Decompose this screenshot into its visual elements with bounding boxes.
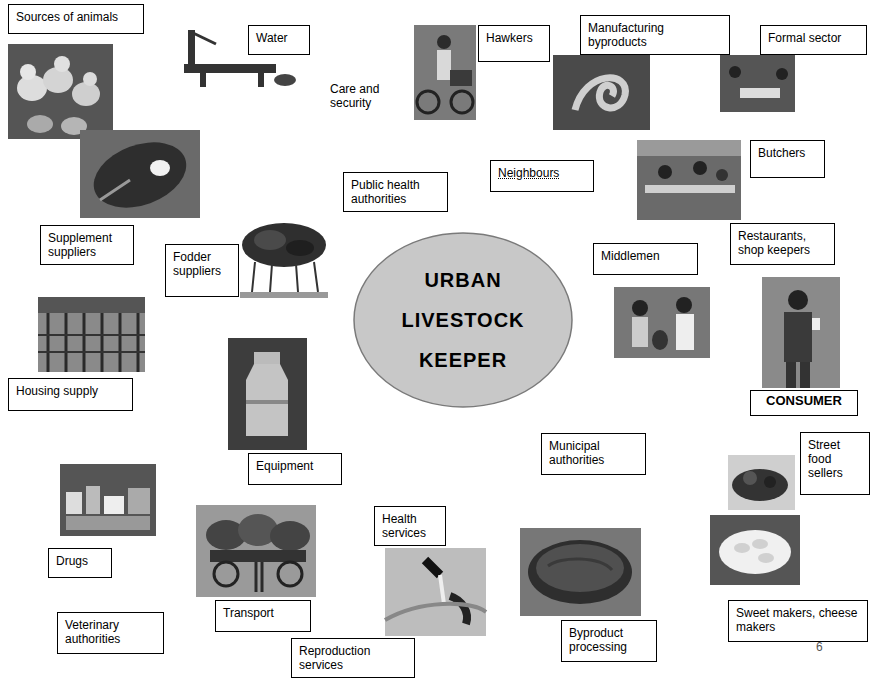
injection-photo bbox=[385, 548, 486, 636]
actor-box: Sweet makers, cheese makers bbox=[728, 600, 868, 642]
plain-label: Care and security bbox=[330, 82, 392, 110]
page-number: 6 bbox=[816, 640, 836, 654]
actor-box: Health services bbox=[374, 506, 446, 546]
node-text: Veterinary authorities bbox=[65, 618, 156, 646]
transport-photo bbox=[196, 505, 316, 597]
actor-box: Water bbox=[248, 25, 310, 55]
actor-box: Transport bbox=[215, 600, 311, 632]
actor-box: Municipal authorities bbox=[541, 433, 646, 475]
node-text: Hawkers bbox=[486, 31, 542, 45]
sweets-photo bbox=[710, 515, 800, 585]
housing-photo bbox=[38, 297, 145, 372]
node-text: Water bbox=[256, 31, 302, 45]
actor-box: Butchers bbox=[750, 140, 825, 178]
actor-box: Public health authorities bbox=[343, 172, 448, 212]
node-text: Butchers bbox=[758, 146, 817, 160]
node-text: Formal sector bbox=[768, 31, 859, 45]
consumer-photo bbox=[762, 277, 840, 388]
actor-box: Equipment bbox=[248, 453, 342, 485]
actor-box: Housing supply bbox=[8, 378, 133, 411]
node-text: Housing supply bbox=[16, 384, 125, 398]
bird-photo bbox=[80, 130, 200, 220]
byproduct-processing-photo bbox=[520, 528, 641, 616]
node-text: Middlemen bbox=[601, 249, 690, 263]
milk-can-photo bbox=[228, 338, 307, 450]
actor-box: Reproduction services bbox=[291, 638, 415, 678]
node-text: Byproduct processing bbox=[569, 626, 649, 654]
node-text: Sweet makers, cheese makers bbox=[736, 606, 860, 634]
fodder-tree-photo bbox=[240, 223, 328, 298]
butchers-photo bbox=[637, 140, 741, 220]
node-text: Municipal authorities bbox=[549, 439, 638, 467]
node-text: Drugs bbox=[56, 554, 104, 568]
actor-box: Byproduct processing bbox=[561, 620, 657, 662]
actor-box: CONSUMER bbox=[750, 390, 858, 416]
chicks-photo bbox=[8, 44, 113, 139]
actor-box: Sources of animals bbox=[8, 4, 144, 34]
hawker-photo bbox=[414, 25, 476, 120]
actor-box: Restaurants, shop keepers bbox=[730, 223, 835, 265]
center-ellipse: URBAN LIVESTOCK KEEPER bbox=[353, 232, 573, 408]
node-text: Transport bbox=[223, 606, 303, 620]
node-text: Supplement suppliers bbox=[48, 231, 126, 259]
node-text: Street food sellers bbox=[808, 438, 862, 480]
actor-box: Supplement suppliers bbox=[40, 225, 134, 265]
actor-box: Veterinary authorities bbox=[57, 612, 164, 654]
node-text: Health services bbox=[382, 512, 438, 540]
actor-box: Neighbours bbox=[490, 160, 594, 192]
actor-box: Street food sellers bbox=[800, 432, 870, 495]
street-food-photo bbox=[728, 455, 795, 510]
node-text: Reproduction services bbox=[299, 644, 407, 672]
node-text: Neighbours bbox=[498, 166, 586, 180]
node-text: Manufacturing byproducts bbox=[588, 21, 722, 49]
node-text: Restaurants, shop keepers bbox=[738, 229, 827, 257]
node-text: Fodder suppliers bbox=[173, 250, 231, 278]
actor-box: Manufacturing byproducts bbox=[580, 15, 730, 55]
node-text: Sources of animals bbox=[16, 10, 136, 24]
node-text: Equipment bbox=[256, 459, 334, 473]
actor-box: Fodder suppliers bbox=[165, 244, 239, 297]
middlemen-photo bbox=[614, 287, 710, 358]
node-text: URBAN LIVESTOCK KEEPER bbox=[393, 260, 533, 380]
actor-box: Middlemen bbox=[593, 243, 698, 275]
node-text: CONSUMER bbox=[757, 394, 851, 408]
peel-photo bbox=[553, 55, 650, 130]
actor-box: Hawkers bbox=[478, 25, 550, 62]
actor-box: Formal sector bbox=[760, 25, 867, 55]
formal-sector-photo bbox=[720, 55, 795, 112]
drugs-photo bbox=[60, 464, 156, 536]
node-text: Public health authorities bbox=[351, 178, 440, 206]
actor-box: Drugs bbox=[48, 548, 112, 578]
